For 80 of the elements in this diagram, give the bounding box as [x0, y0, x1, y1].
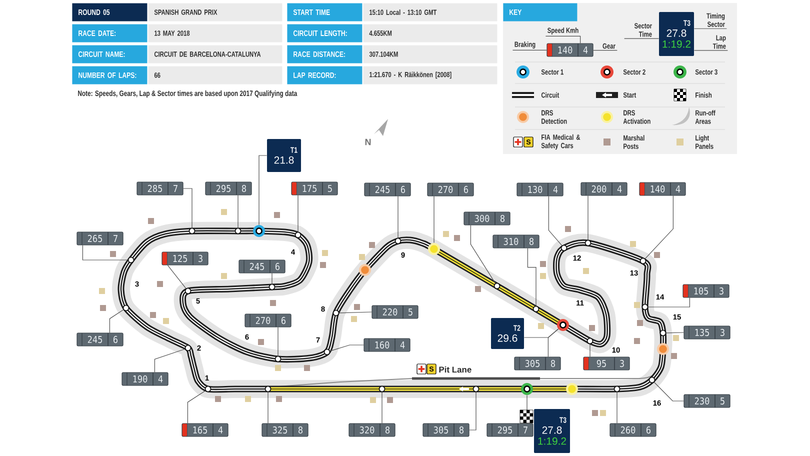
speed-readout: 285 7 [136, 182, 184, 196]
speed-readout: 200 4 [580, 182, 628, 196]
sector-marker [521, 383, 533, 395]
speed-readout: 140 4 [546, 43, 594, 57]
track-point [472, 386, 480, 392]
track-point [378, 386, 386, 392]
track-point [332, 310, 340, 316]
track-point [264, 386, 272, 392]
leader-line [694, 50, 728, 51]
leader-line [593, 50, 618, 51]
speed-readout: 190 4 [122, 372, 168, 386]
speed-readout: 305 8 [422, 423, 470, 437]
leader-line [183, 188, 192, 228]
speed-readout: 125 3 [162, 252, 208, 266]
track-point [184, 344, 192, 352]
track-point [560, 244, 568, 252]
leader-line [469, 392, 476, 430]
speed-readout: 165 4 [182, 423, 228, 437]
speed-readout: 310 8 [492, 234, 540, 248]
pit-lane-label: Pit Lane [439, 366, 472, 373]
track-point [204, 386, 212, 392]
track-point [324, 348, 330, 356]
track-point [128, 256, 134, 264]
track-point [294, 232, 302, 238]
speed-readout: 320 8 [348, 423, 396, 437]
track-point [394, 238, 402, 244]
drs-activation-marker [428, 243, 440, 255]
leader-line [545, 36, 581, 44]
sector-marker [253, 225, 265, 237]
drs-detection-marker [359, 264, 371, 276]
speed-readout: 270 6 [244, 314, 292, 328]
speed-readout: 105 3 [682, 284, 730, 298]
track-point [640, 258, 646, 264]
leader-line [694, 28, 727, 29]
speed-readout: 230 5 [684, 394, 730, 408]
track-point [614, 386, 620, 392]
drs-detection-marker [657, 343, 669, 355]
speed-readout: 245 6 [364, 182, 411, 196]
speed-readout: 95 3 [583, 356, 630, 370]
track-point [532, 306, 540, 312]
leader-line [624, 38, 660, 39]
speed-readout: 160 4 [364, 338, 410, 352]
track-point [586, 338, 594, 344]
track-point [494, 282, 500, 290]
leader-line [330, 344, 364, 352]
speed-readout: 265 7 [76, 232, 124, 246]
north-label: N [365, 138, 371, 146]
speed-readout: 295 7 [486, 423, 534, 437]
speed-readout: 140 4 [639, 182, 686, 196]
track-point [122, 304, 130, 312]
drs-activation-marker [566, 383, 578, 395]
speed-readout: 245 6 [238, 260, 286, 274]
track-point [184, 288, 192, 294]
speed-readout: 130 4 [516, 182, 564, 196]
track-point [234, 228, 242, 234]
track-point [648, 376, 656, 384]
leader-line [666, 332, 684, 334]
speed-readout: 175 5 [291, 182, 338, 196]
speed-readout: 260 6 [610, 423, 656, 437]
leader-line [524, 328, 559, 338]
speed-readout: 135 3 [684, 326, 730, 340]
track-point [268, 284, 276, 290]
leader-line [338, 312, 372, 314]
track-point [274, 356, 282, 362]
track-point [188, 228, 196, 234]
track-point [584, 240, 592, 246]
track-point [642, 304, 648, 310]
leader-line [654, 382, 684, 402]
speed-readout: 295 8 [205, 182, 252, 196]
speed-readout: 300 8 [464, 212, 510, 226]
sector-marker [557, 319, 569, 331]
leader-line [648, 298, 690, 308]
speed-readout: 270 6 [427, 182, 474, 196]
speed-readout: 325 8 [262, 423, 308, 437]
speed-readout: 220 5 [372, 305, 418, 319]
speed-readout: 245 6 [76, 332, 124, 346]
speed-readout: 305 8 [514, 356, 561, 370]
leader-line [616, 392, 618, 424]
track-point [660, 330, 666, 336]
leader-line [258, 155, 268, 226]
